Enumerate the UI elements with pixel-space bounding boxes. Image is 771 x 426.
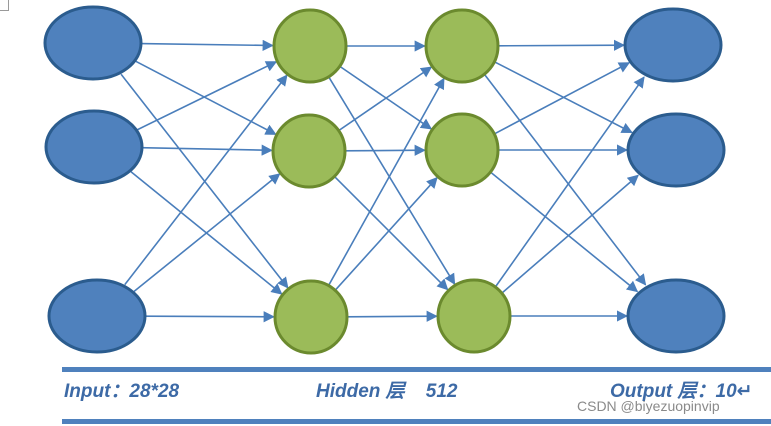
corner-marker: [0, 0, 9, 11]
neuron-nodes: [43, 5, 726, 355]
output-layer-label: Output 层：10↵: [610, 381, 753, 402]
neuron-layer1-node2: [273, 279, 349, 355]
edge-l0-n1-to-l1-n1: [140, 144, 273, 156]
edge-l1-n0-to-l2-n2: [327, 75, 456, 286]
edge-l2-n0-to-l3-n2: [483, 73, 647, 286]
edge-l2-n1-to-l3-n0: [493, 62, 631, 136]
edge-l2-n1-to-l3-n2: [489, 170, 639, 293]
edge-l0-n0-to-l1-n1: [134, 60, 277, 136]
edge-l0-n2-to-l1-n2: [143, 311, 275, 323]
edge-l1-n1-to-l2-n1: [344, 144, 426, 156]
neuron-layer0-node2: [47, 278, 147, 354]
edge-l2-n2-to-l3-n0: [494, 76, 645, 289]
neuron-layer2-node2: [436, 278, 512, 354]
edge-l1-n2-to-l2-n1: [334, 176, 438, 292]
edge-l1-n1-to-l2-n2: [333, 175, 449, 291]
top-rule: [62, 367, 771, 372]
edge-l0-n0-to-l1-n0: [139, 39, 274, 51]
edge-l1-n1-to-l2-n0: [337, 66, 433, 132]
neuron-layer1-node1: [271, 113, 347, 189]
neuron-layer3-node0: [623, 7, 723, 83]
input-layer-label: Input：28*28: [64, 381, 180, 402]
connection-arrows: [120, 39, 647, 323]
hidden-layer-label: Hidden 层 512: [316, 381, 458, 402]
edge-l2-n2-to-l3-n1: [500, 174, 639, 295]
edge-l1-n2-to-l2-n0: [327, 77, 445, 287]
neuron-layer2-node1: [424, 112, 500, 188]
edge-l2-n0-to-l3-n0: [497, 39, 626, 51]
neuron-layer3-node1: [626, 112, 726, 188]
neuron-layer0-node1: [44, 109, 144, 185]
neuron-layer3-node2: [626, 278, 726, 354]
bottom-rule: [62, 419, 771, 424]
edge-l0-n2-to-l1-n0: [124, 74, 288, 286]
edge-l0-n2-to-l1-n1: [133, 173, 281, 293]
neuron-layer2-node0: [424, 8, 500, 84]
neuron-layer0-node0: [43, 5, 143, 81]
edge-l0-n1-to-l1-n0: [136, 61, 278, 131]
edge-l1-n2-to-l2-n2: [346, 310, 438, 322]
edge-l1-n0-to-l2-n1: [338, 65, 433, 130]
csdn-watermark: CSDN @biyezuopinvip: [577, 398, 720, 414]
neuron-layer1-node0: [272, 8, 348, 84]
